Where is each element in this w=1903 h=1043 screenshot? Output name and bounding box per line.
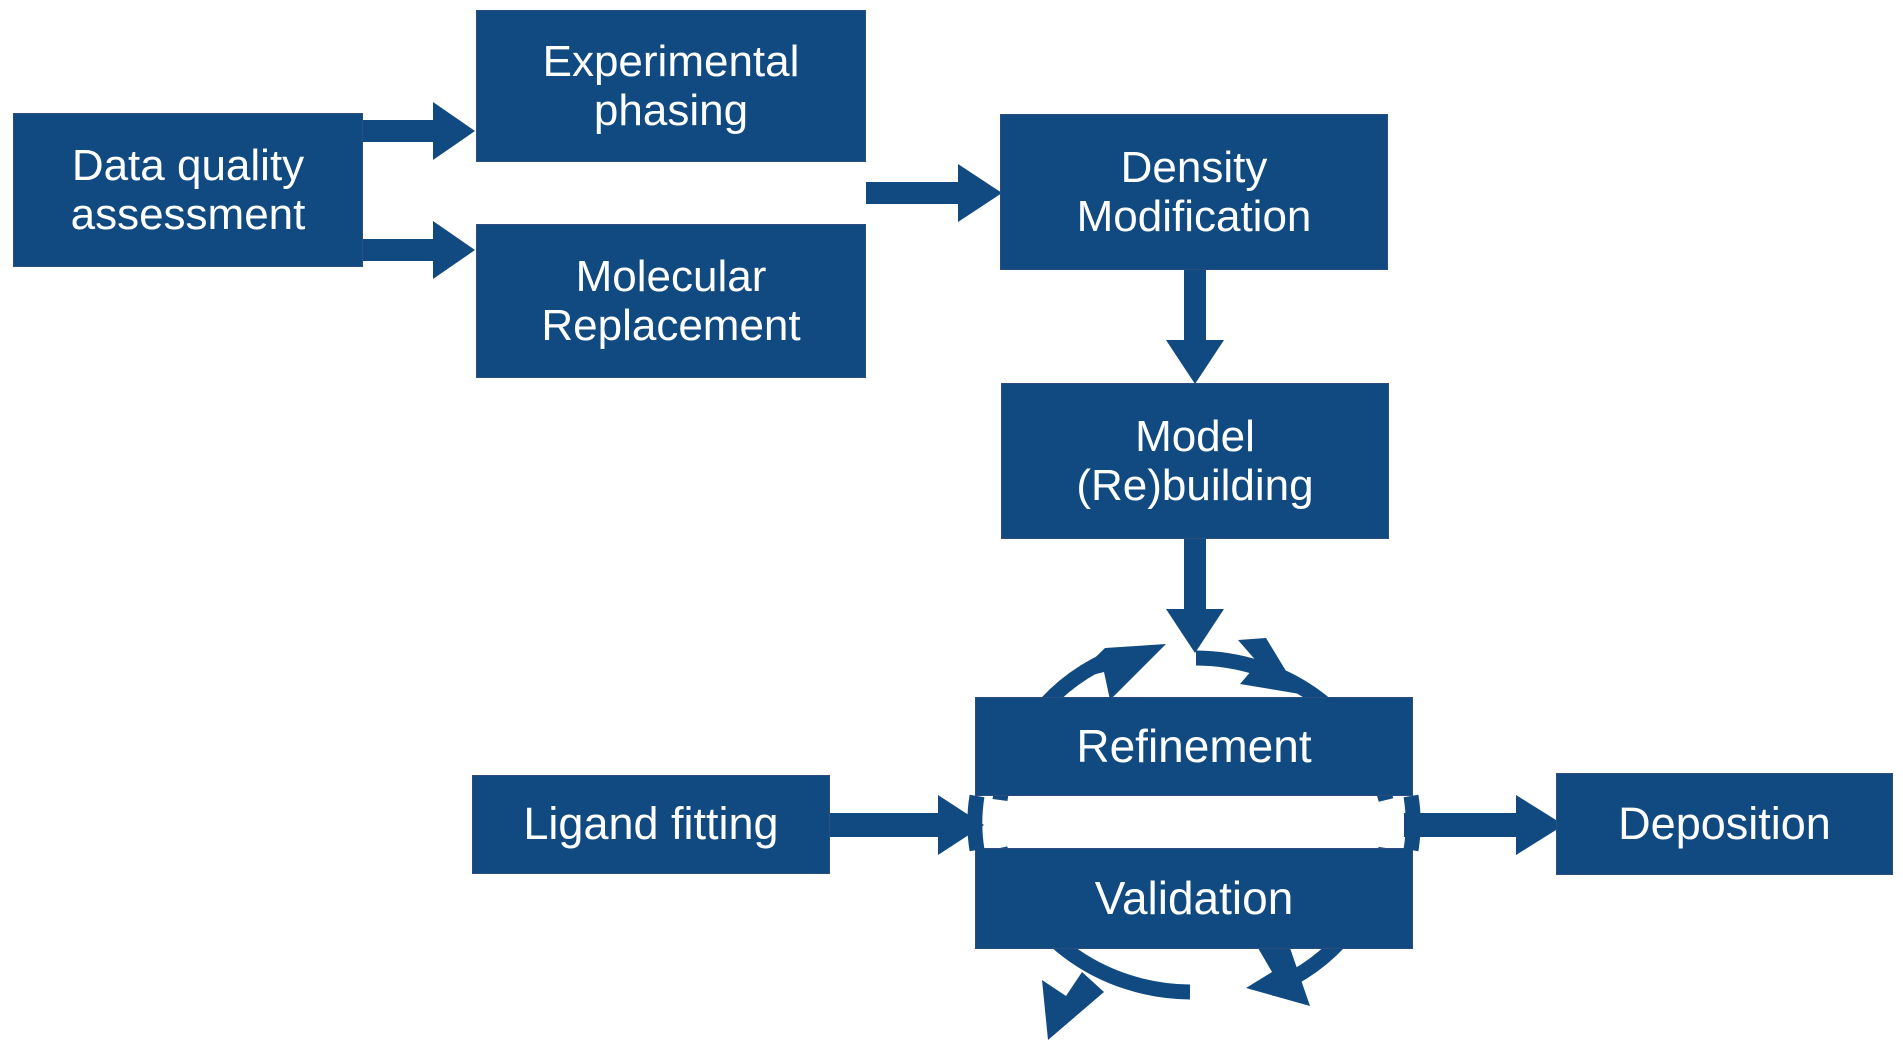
node-density-modification[interactable]: Density Modification (1000, 114, 1388, 270)
node-model-rebuilding[interactable]: Model (Re)building (1001, 383, 1389, 539)
node-deposition[interactable]: Deposition (1556, 773, 1893, 875)
arrow-cycle-to-deposition (1404, 795, 1564, 855)
node-experimental-phasing[interactable]: Experimental phasing (476, 10, 866, 162)
node-molecular-replacement[interactable]: Molecular Replacement (476, 224, 866, 378)
node-validation[interactable]: Validation (975, 848, 1413, 949)
arrow-ligand-to-cycle (828, 795, 984, 855)
node-ligand-fitting[interactable]: Ligand fitting (472, 775, 830, 874)
arrow-model-to-cycle (1166, 537, 1224, 653)
arrow-density-to-model (1166, 268, 1224, 384)
arrow-data-quality-to-molecular (361, 221, 475, 279)
node-data-quality-assessment[interactable]: Data quality assessment (13, 113, 363, 267)
arrow-phasing-to-density (866, 164, 1002, 222)
arrow-data-quality-to-experimental (361, 102, 475, 160)
node-refinement[interactable]: Refinement (975, 697, 1413, 796)
